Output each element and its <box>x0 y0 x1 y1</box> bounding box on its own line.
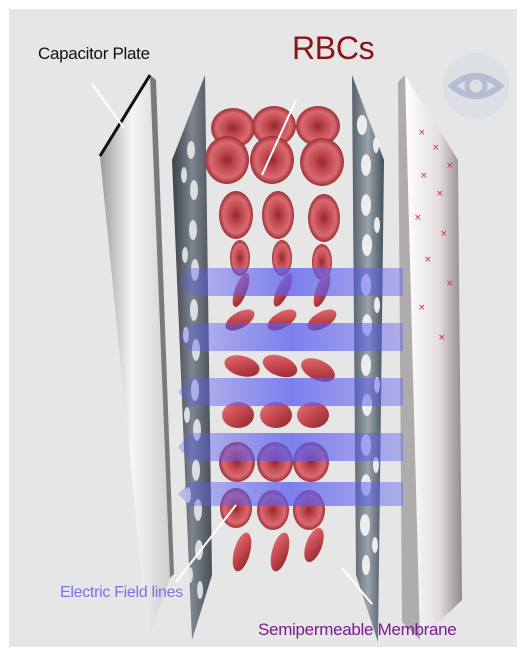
rbc-face <box>300 138 344 186</box>
rbc-face <box>219 191 253 239</box>
svg-text:×: × <box>446 161 454 171</box>
field-arrow <box>178 433 403 461</box>
svg-text:×: × <box>436 189 444 199</box>
svg-text:×: × <box>418 128 426 138</box>
right-capacitor-plate: × × × × × × × × × × × <box>398 75 462 640</box>
svg-text:×: × <box>414 213 422 223</box>
field-arrow <box>178 378 403 406</box>
svg-text:×: × <box>424 255 432 265</box>
svg-text:×: × <box>420 171 428 181</box>
svg-text:×: × <box>438 333 446 343</box>
rbc-face <box>262 191 294 239</box>
rbcs-label: RBCs <box>292 30 374 67</box>
capacitor-plate-label: Capacitor Plate <box>38 44 150 64</box>
svg-text:×: × <box>446 279 454 289</box>
svg-text:×: × <box>432 143 440 153</box>
field-arrow <box>178 482 403 506</box>
semipermeable-membrane-label: Semipermeable Membrane <box>258 620 456 640</box>
eye-logo-icon <box>443 53 509 119</box>
rbc-face <box>250 136 294 184</box>
electric-field-lines-label: Electric Field lines <box>60 584 183 602</box>
rbc-face <box>308 194 340 242</box>
svg-text:×: × <box>418 303 426 313</box>
rbc-face <box>205 136 249 184</box>
field-arrow <box>178 323 403 351</box>
field-arrow <box>178 268 403 296</box>
svg-text:×: × <box>440 229 448 239</box>
